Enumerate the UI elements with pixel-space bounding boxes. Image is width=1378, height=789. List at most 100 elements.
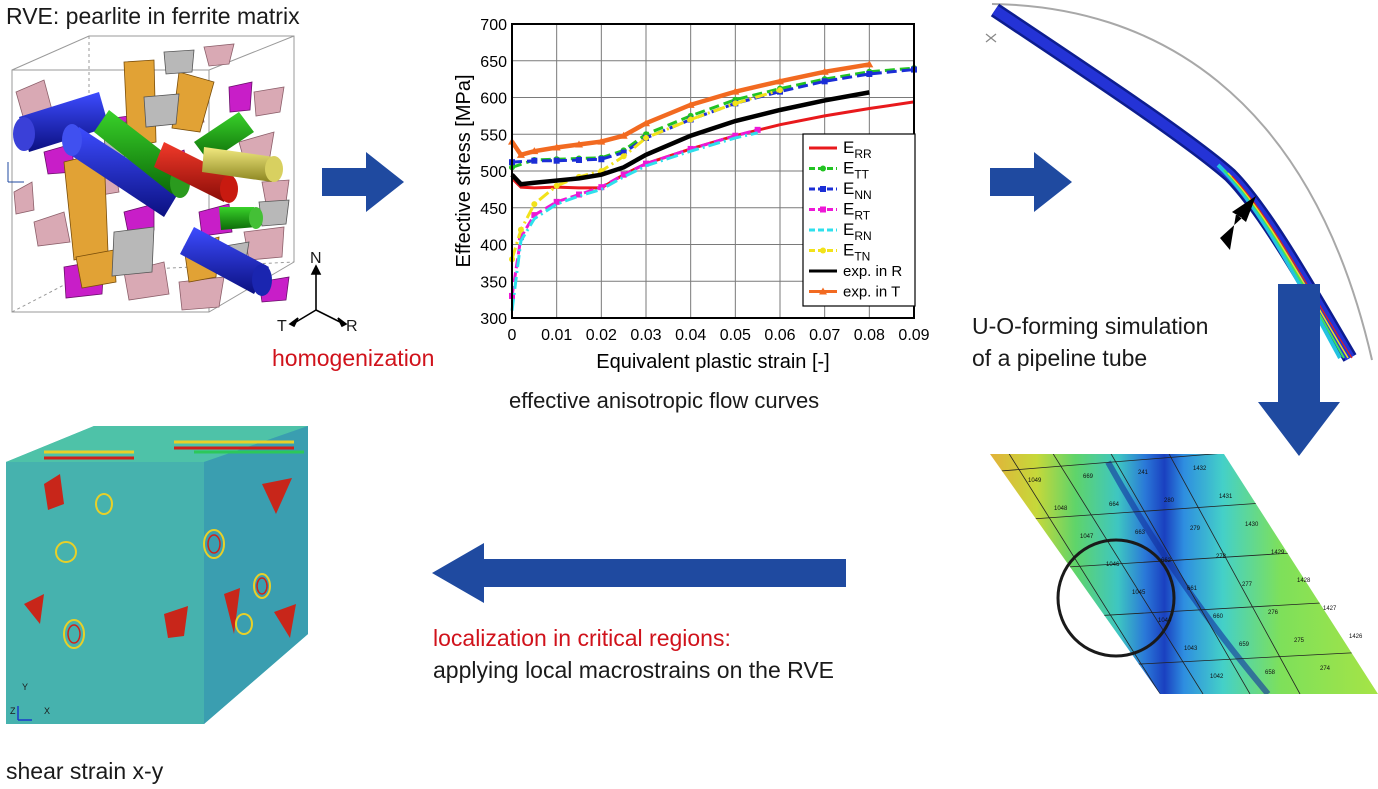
mesh-value-label: 277 — [1242, 582, 1253, 588]
data-point — [732, 100, 739, 107]
data-point — [731, 87, 740, 95]
data-point — [686, 100, 695, 108]
data-point — [777, 87, 783, 94]
mesh-value-label: 664 — [1109, 502, 1120, 508]
mesh-contour-image: 1049669241143210486642801431104766327914… — [990, 454, 1378, 694]
x-tick-label: 0.01 — [541, 327, 572, 344]
x-tick-label: 0.04 — [675, 327, 706, 344]
cube-axis-x: X — [44, 706, 51, 716]
y-tick-label: 550 — [480, 127, 507, 144]
data-point — [531, 157, 538, 164]
data-point — [619, 131, 628, 139]
x-tick-label: 0.05 — [720, 327, 751, 344]
material-axes-triad — [288, 264, 348, 328]
mesh-value-label: 275 — [1294, 638, 1305, 644]
data-point — [576, 191, 582, 198]
data-point — [576, 156, 582, 163]
data-point — [865, 60, 874, 68]
mesh-value-label: 1427 — [1323, 606, 1337, 612]
shear-strain-cube — [6, 426, 308, 724]
triad-label-n: N — [310, 250, 322, 267]
series-rt — [509, 126, 761, 299]
mesh-value-label: 280 — [1164, 498, 1175, 504]
data-point — [820, 67, 829, 75]
mesh-value-label: 1043 — [1184, 646, 1198, 652]
data-point — [598, 184, 605, 191]
flow-curves-caption: effective anisotropic flow curves — [509, 388, 820, 413]
localization-subtitle: applying local macrostrains on the RVE — [433, 657, 835, 683]
x-tick-label: 0 — [508, 327, 517, 344]
mesh-value-label: 1047 — [1080, 534, 1094, 540]
critical-region-circle — [1056, 538, 1176, 658]
data-point — [553, 157, 560, 164]
data-point — [553, 198, 560, 205]
mesh-value-label: 241 — [1138, 470, 1149, 476]
mesh-value-label: 658 — [1265, 670, 1276, 676]
data-point — [620, 149, 627, 156]
data-point — [821, 78, 828, 85]
arrow-right-icon — [990, 152, 1072, 212]
mesh-value-label: 1430 — [1245, 522, 1259, 528]
data-point — [530, 147, 539, 155]
triad-label-r: R — [346, 318, 358, 335]
x-tick-label: 0.08 — [854, 327, 885, 344]
data-point — [643, 160, 649, 167]
mesh-value-label: 1428 — [1297, 578, 1311, 584]
data-point — [687, 116, 694, 123]
pointer-arrow-icon — [1220, 196, 1256, 250]
data-point — [776, 77, 784, 85]
data-point — [820, 247, 826, 254]
data-point — [819, 287, 827, 295]
data-point — [820, 165, 826, 172]
x-tick-label: 0.07 — [809, 327, 840, 344]
mesh-value-label: 669 — [1083, 474, 1094, 480]
x-tick-label: 0.09 — [898, 327, 929, 344]
arrow-down-icon — [1258, 284, 1340, 456]
mesh-value-label: 660 — [1213, 614, 1224, 620]
mesh-value-label: 274 — [1320, 666, 1331, 672]
mesh-value-label: 1429 — [1271, 550, 1285, 556]
series-exp-in-r — [510, 90, 870, 187]
y-tick-label: 700 — [480, 17, 507, 34]
data-point — [754, 126, 761, 133]
mesh-value-label: 663 — [1135, 530, 1146, 536]
data-point — [552, 143, 561, 151]
x-tick-label: 0.06 — [764, 327, 795, 344]
data-point — [516, 150, 525, 158]
data-point — [531, 201, 538, 208]
legend-box — [802, 133, 916, 307]
data-point — [575, 140, 583, 148]
shear-strain-caption: shear strain x-y — [6, 758, 164, 784]
forming-caption-line1: U-O-forming simulation — [972, 313, 1209, 339]
cube-axis-y: Y — [22, 682, 29, 692]
triad-label-t: T — [277, 318, 287, 335]
data-point — [620, 171, 627, 178]
x-tick-label: 0.02 — [586, 327, 617, 344]
homogenization-label: homogenization — [272, 345, 435, 371]
data-point — [598, 156, 605, 163]
mesh-value-label: 1045 — [1132, 590, 1146, 596]
arrow-left-icon — [432, 543, 846, 603]
data-point — [517, 234, 524, 241]
arrow-right-icon — [337, 317, 348, 328]
rve-title: RVE: pearlite in ferrite matrix — [6, 3, 300, 29]
y-tick-label: 400 — [480, 238, 507, 255]
series-line — [510, 90, 870, 187]
y-tick-label: 600 — [480, 91, 507, 108]
cube-axis-z: Z — [10, 706, 16, 716]
mesh-value-label: 1049 — [1028, 478, 1042, 484]
data-point — [597, 137, 606, 145]
series-line — [510, 128, 759, 297]
arrow-left-icon — [288, 317, 299, 328]
data-point — [732, 132, 739, 139]
mesh-value-label: 659 — [1239, 642, 1250, 648]
arrow-up-icon — [310, 264, 322, 275]
data-point — [531, 212, 538, 219]
y-axis-label: Effective stress [MPa] — [453, 74, 475, 267]
data-point — [687, 145, 694, 152]
mesh-value-label: 1048 — [1054, 506, 1068, 512]
mesh-value-label: 1044 — [1158, 618, 1172, 624]
forming-caption-line2: of a pipeline tube — [972, 345, 1148, 371]
data-point — [866, 70, 873, 77]
